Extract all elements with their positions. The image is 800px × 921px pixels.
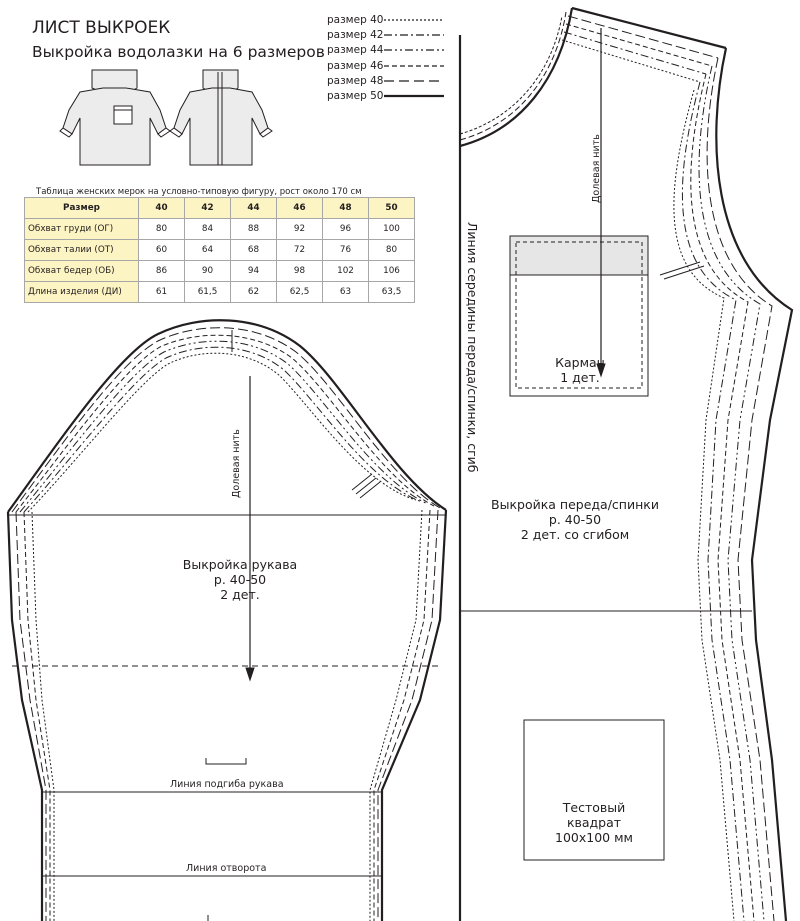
row-label: Обхват груди (ОГ) [24,218,139,240]
fold-line-label: Линия середины переда/спинки, сгиб [465,222,480,473]
size-legend: размер 40 размер 42 размер 44 размер 46 … [327,12,444,104]
table-header-cell: 48 [322,197,369,219]
body-grain-label: Долевая нить [591,134,602,203]
sheet-subtitle: Выкройка водолазки на 6 размеров [32,43,325,61]
table-cell: 92 [276,218,323,240]
legend-line-dash-dot-dot [384,49,444,51]
table-row: Обхват груди (ОГ) 80 84 88 92 96 100 [24,218,415,240]
table-header-cell: 42 [184,197,231,219]
legend-item-size-46: размер 46 [327,58,444,73]
measurements-caption: Таблица женских мерок на условно-типовую… [36,187,362,197]
measurements-table: Размер 40 42 44 46 48 50 Обхват груди (О… [24,197,415,303]
sleeve-label: Выкройка рукава р. 40-50 2 дет. [140,557,340,602]
table-cell: 80 [368,239,415,261]
table-header-size: Размер [24,197,139,219]
row-label: Длина изделия (ДИ) [24,281,139,303]
pocket-label: Карман 1 дет. [520,355,640,385]
legend-line-dash-dot [384,34,444,36]
table-cell: 90 [184,260,231,282]
table-cell: 64 [184,239,231,261]
sleeve-cuff-line-label: Линия отворота [186,863,267,874]
table-cell: 60 [138,239,185,261]
table-cell: 96 [322,218,369,240]
pocket-count: 1 дет. [560,370,600,385]
sleeve-grain-label: Долевая нить [231,429,242,498]
legend-line-solid [384,95,444,98]
table-cell: 61,5 [184,281,231,303]
legend-line-long-dash [384,80,444,82]
table-cell: 68 [230,239,277,261]
test-square-label: Тестовый квадрат 100х100 мм [524,800,664,845]
table-header-row: Размер 40 42 44 46 48 50 [24,197,415,219]
test-square-size: 100х100 мм [555,830,633,845]
table-row: Обхват талии (ОТ) 60 64 68 72 76 80 [24,239,415,261]
legend-line-dotted [384,18,444,21]
sheet-title: ЛИСТ ВЫКРОЕК [32,18,171,38]
table-cell: 63 [322,281,369,303]
legend-item-size-42: размер 42 [327,27,444,42]
table-cell: 86 [138,260,185,282]
sleeve-sizes: р. 40-50 [213,572,267,587]
table-row: Длина изделия (ДИ) 61 61,5 62 62,5 63 63… [24,281,415,303]
table-cell: 94 [230,260,277,282]
table-cell: 84 [184,218,231,240]
table-cell: 88 [230,218,277,240]
body-count: 2 дет. со сгибом [520,527,630,542]
legend-item-size-48: размер 48 [327,73,444,88]
row-label: Обхват талии (ОТ) [24,239,139,261]
table-cell: 102 [322,260,369,282]
table-cell: 63,5 [368,281,415,303]
table-cell: 61 [138,281,185,303]
legend-line-short-dash [384,64,444,67]
back-sketch [169,69,273,166]
body-sizes: р. 40-50 [548,512,602,527]
test-square-title: Тестовый [562,800,626,815]
table-header-cell: 50 [368,197,415,219]
row-label: Обхват бедер (ОБ) [24,260,139,282]
sleeve-count: 2 дет. [220,587,260,602]
table-cell: 106 [368,260,415,282]
table-cell: 98 [276,260,323,282]
table-header-cell: 46 [276,197,323,219]
legend-item-size-50: размер 50 [327,88,444,103]
body-pattern [458,6,794,921]
table-cell: 62,5 [276,281,323,303]
table-header-cell: 40 [138,197,185,219]
sleeve-title: Выкройка рукава [182,557,298,572]
body-title: Выкройка переда/спинки [491,497,659,512]
test-square-sub: квадрат [566,815,622,830]
table-cell: 72 [276,239,323,261]
table-cell: 62 [230,281,277,303]
table-cell: 80 [138,218,185,240]
front-sketch [59,69,171,166]
table-header-cell: 44 [230,197,277,219]
pocket-title: Карман [555,355,605,370]
table-row: Обхват бедер (ОБ) 86 90 94 98 102 106 [24,260,415,282]
table-cell: 76 [322,239,369,261]
sleeve-pattern [6,319,448,921]
legend-item-size-40: размер 40 [327,12,444,27]
legend-item-size-44: размер 44 [327,43,444,58]
sleeve-hem-line-label: Линия подгиба рукава [170,779,284,790]
body-label: Выкройка переда/спинки р. 40-50 2 дет. с… [470,497,680,542]
table-cell: 100 [368,218,415,240]
